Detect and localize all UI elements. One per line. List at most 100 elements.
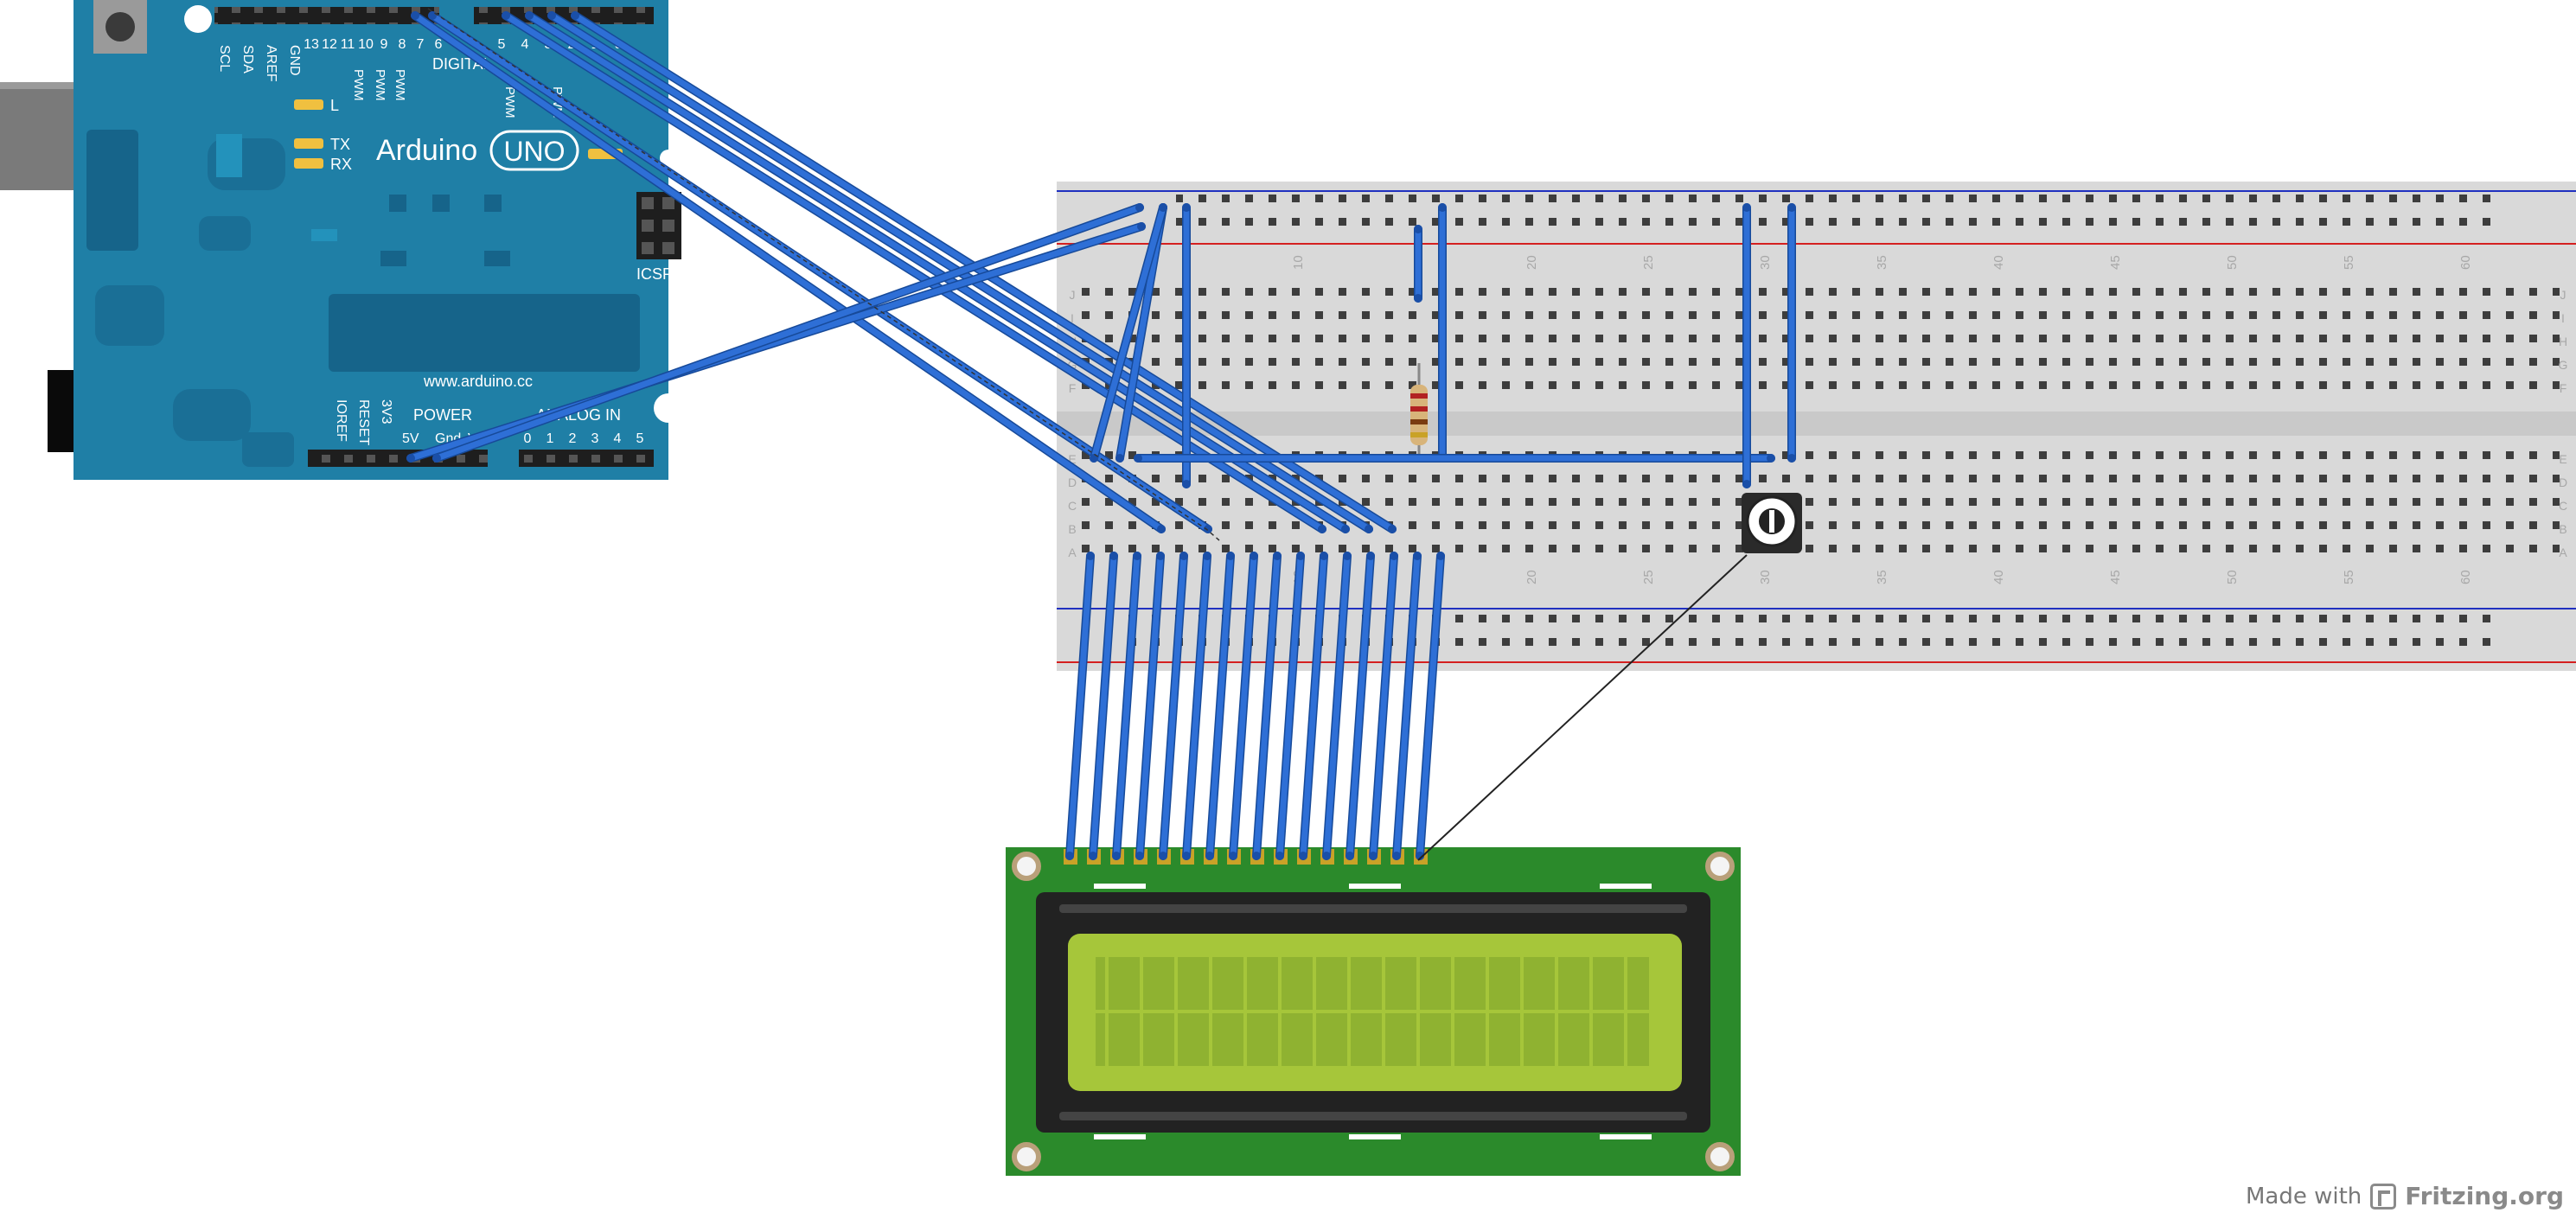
jumper-wire[interactable] [1205,552,1235,860]
column-number: 40 [1991,570,2006,584]
column-number: 25 [1641,255,1656,270]
header-label: GND [287,45,302,76]
column-number: 20 [1525,255,1539,270]
jumper-wires [406,11,1796,860]
row-letter: A [1068,546,1077,559]
jumper-wire[interactable] [1112,552,1141,860]
row-letter: D [2559,475,2567,489]
jumper-wire[interactable] [1089,552,1118,860]
jumper-wire[interactable] [1369,552,1398,860]
row-letter: D [1068,475,1077,489]
column-number: 40 [1991,255,2006,270]
digital-pin-number: 7 [417,37,425,52]
jumper-wire[interactable] [1438,203,1447,463]
led-l [294,99,323,110]
jumper-wire[interactable] [1135,552,1165,860]
header-analog [519,450,654,467]
jumper-wire[interactable] [1275,552,1305,860]
rail-holes-top [1176,195,2499,241]
row-letter: A [2559,546,2567,559]
header-label: SCL [217,45,232,72]
resistor [1410,363,1428,458]
analog-pin-number: 5 [636,431,644,446]
mounting-hole [660,150,677,167]
header-top-left [214,7,439,24]
column-number: 55 [2342,570,2356,584]
mounting-hole [654,393,683,423]
fritzing-brand: Fritzing.org [2405,1182,2564,1210]
lcd-mount-hole [1012,852,1041,881]
jumper-wire[interactable] [1742,203,1751,488]
jumper-wire[interactable] [1346,552,1375,860]
lcd-character-grid [1096,956,1649,1069]
power-pin-label: RESET [356,399,371,446]
arduino-model: UNO [503,136,565,167]
digital-pin-number: 6 [435,37,443,52]
led-tx [294,138,323,149]
column-number: 45 [2108,255,2123,270]
jumper-wire[interactable] [525,11,1350,533]
row-letter: B [2559,522,2566,536]
column-number: 30 [1758,570,1773,584]
pwm-label: PWM [502,86,517,118]
row-letter: E [2559,452,2566,466]
jumper-wire[interactable] [1414,225,1422,303]
icsp-label: ICSP [636,265,673,283]
analog-pin-number: 2 [569,431,577,446]
jumper-wire[interactable] [1322,552,1352,860]
arduino-brand: Arduino [376,134,477,167]
jumper-wire[interactable] [1134,454,1775,463]
potentiometer [1742,493,1802,553]
jumper-wire[interactable] [1392,552,1422,860]
row-letter: F [2560,381,2567,395]
lcd-mount-hole [1705,852,1735,881]
digital-pin-number: 13 [304,37,319,52]
jumper-wire[interactable] [1299,552,1328,860]
digital-pin-number: 10 [358,37,374,52]
jumper-wire[interactable] [1252,552,1282,860]
uno-badge [489,130,579,171]
arduino-pcb [74,0,668,480]
digital-pin-number: 5 [498,37,506,52]
analog-pin-number: 1 [547,431,554,446]
row-letter: J [2560,288,2566,302]
power-label: POWER [413,406,472,424]
selected-wire-outline [427,8,1220,541]
power-pin-label: 3V3 [379,399,393,424]
lcd-mount-hole [1012,1142,1041,1171]
row-letter: G [1068,358,1077,372]
column-number: 10 [1291,255,1306,270]
jumper-wire[interactable] [1159,552,1188,860]
pwm-label: PWM [351,69,366,101]
row-letter: C [1068,499,1077,513]
row-letter: C [2559,499,2567,513]
column-number: 25 [1641,570,1656,584]
jumper-wire[interactable] [1787,203,1796,463]
jumper-wire[interactable] [411,11,1166,533]
row-letter: H [2559,335,2567,348]
jumper-wire[interactable] [1416,552,1445,860]
column-number: 20 [1525,570,1539,584]
analog-pin-number: 0 [524,431,532,446]
digital-pin-number: 12 [322,37,337,52]
jumper-wire[interactable] [1182,552,1211,860]
led-tx-label: TX [330,136,350,153]
digital-pin-number: 8 [399,37,406,52]
row-letter: G [2559,358,2568,372]
fritzing-credit: Made with Fritzing.org [2246,1182,2564,1210]
pwm-label: PWM [373,69,387,101]
jumper-wire[interactable] [1182,203,1191,488]
column-number: 60 [2458,570,2473,584]
power-pin-label: 5V [402,431,419,446]
jumper-wire[interactable] [428,11,1212,533]
jumper-wire[interactable] [1090,203,1167,463]
row-letter: E [1068,452,1076,466]
analog-pin-number: 4 [614,431,622,446]
terminal-strip-top [1077,285,2560,402]
jumper-wire[interactable] [432,203,1144,463]
pwm-label: PWM [393,69,407,101]
jumper-wire[interactable] [1229,552,1258,860]
rail-holes-bottom [1128,612,2499,659]
jumper-wire[interactable] [1065,552,1095,860]
power-pin-label: IOREF [334,399,348,442]
